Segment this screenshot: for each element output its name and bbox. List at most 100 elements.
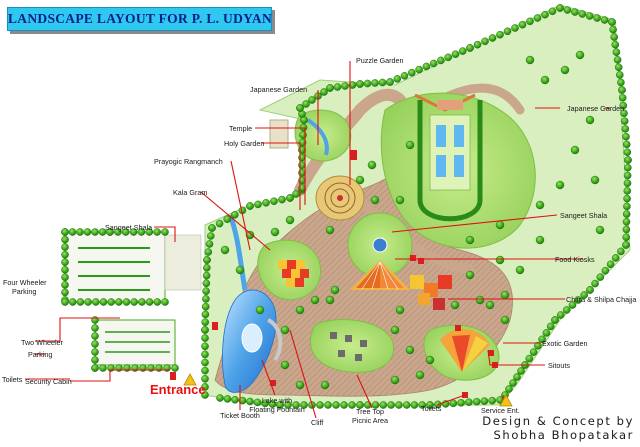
tree-icon [61, 281, 69, 289]
tree-icon [378, 78, 387, 87]
tree-icon [555, 180, 565, 190]
tree-icon [202, 279, 211, 288]
tree-icon [571, 8, 579, 16]
tree-icon [551, 316, 559, 324]
tree-icon [395, 195, 405, 205]
tree-icon [245, 230, 255, 240]
tree-icon [415, 65, 423, 74]
tree-icon [540, 75, 550, 85]
tree-icon [580, 291, 589, 299]
tree-icon [84, 298, 92, 306]
tree-icon [495, 220, 505, 230]
tree-icon [201, 326, 209, 334]
tree-icon [114, 228, 122, 236]
title-banner: LANDSCAPE LAYOUT FOR P. L. UDYAN [7, 7, 272, 31]
tree-icon [622, 140, 631, 149]
tree-icon [593, 14, 601, 22]
tree-icon [171, 364, 179, 372]
tree-icon [481, 37, 489, 46]
tree-icon [371, 79, 379, 87]
tree-icon [475, 295, 485, 305]
tree-icon [280, 360, 290, 370]
tree-icon [203, 256, 211, 264]
tree-icon [296, 104, 304, 112]
tree-icon [622, 225, 631, 234]
tree-icon [535, 235, 545, 245]
four-wheeler-parking [64, 231, 202, 303]
tree-icon [316, 401, 324, 409]
tree-icon [622, 210, 631, 218]
label-chitra-shilpa-chajja: Chitra & Shilpa Chajja [566, 295, 637, 304]
chitra-shilpa-chajja [410, 275, 452, 310]
tree-icon [622, 241, 630, 249]
tree-icon [525, 354, 534, 363]
tree-icon [295, 380, 305, 390]
tree-icon [61, 258, 69, 267]
tree-icon [390, 375, 400, 385]
label-four-wheeler-parking-line1: Four Wheeler [3, 278, 47, 287]
tree-icon [61, 265, 69, 274]
tree-icon [509, 379, 517, 387]
tree-icon [609, 25, 617, 34]
tree-icon [61, 273, 69, 282]
tree-icon [511, 24, 519, 32]
tree-icon [310, 295, 320, 305]
tree-icon [278, 195, 286, 204]
tree-icon [340, 401, 348, 409]
label-service-entrance: Service Ent. [481, 406, 520, 415]
tree-icon [585, 115, 595, 125]
tree-icon [591, 279, 599, 288]
tree-icon [415, 370, 425, 380]
tree-icon [418, 401, 427, 409]
tree-icon [410, 401, 419, 409]
tree-icon [500, 315, 510, 325]
tree-icon [201, 342, 209, 351]
tree-icon [348, 81, 357, 89]
tree-icon [285, 215, 295, 225]
tree-icon [465, 398, 473, 407]
tree-icon [548, 7, 557, 16]
tree-icon [215, 219, 224, 228]
lake-with-floating-fountain [222, 214, 283, 393]
tree-icon [201, 350, 209, 359]
tree-icon [614, 63, 623, 72]
tree-icon [465, 270, 475, 280]
tree-icon [302, 100, 310, 108]
tree-icon [91, 364, 99, 372]
tree-icon [201, 383, 209, 391]
tree-icon [206, 232, 215, 240]
tree-icon [533, 14, 542, 22]
tree-icon [270, 197, 278, 205]
tree-icon [92, 298, 100, 306]
kala-gram [257, 239, 322, 301]
tree-icon [515, 265, 525, 275]
tree-icon [326, 84, 334, 92]
tree-icon [91, 332, 99, 340]
tree-icon [386, 78, 394, 86]
tree-icon [202, 287, 210, 295]
tree-icon [61, 250, 69, 259]
entrance-marker [183, 373, 197, 386]
tree-icon [379, 401, 388, 409]
tree-icon [201, 334, 209, 342]
tree-icon [429, 59, 438, 68]
tree-icon [575, 50, 585, 60]
tree-icon [480, 397, 489, 405]
tree-icon [488, 396, 497, 405]
tree-icon [204, 248, 213, 256]
tree-icon [122, 298, 131, 306]
label-lake-line1: Lake with [261, 396, 293, 405]
tree-icon [611, 40, 620, 49]
tree-icon [503, 27, 512, 36]
tree-icon [308, 96, 316, 104]
label-holy-garden: Holy Garden [224, 139, 265, 148]
tree-icon [622, 217, 631, 226]
label-exotic-garden: Exotic Garden [542, 339, 588, 348]
tree-icon [145, 298, 154, 306]
tree-icon [390, 325, 400, 335]
label-tree-top-line2: Picnic Area [352, 416, 388, 425]
tree-icon [201, 310, 210, 319]
tree-icon [91, 228, 99, 236]
tree-icon [161, 228, 169, 236]
